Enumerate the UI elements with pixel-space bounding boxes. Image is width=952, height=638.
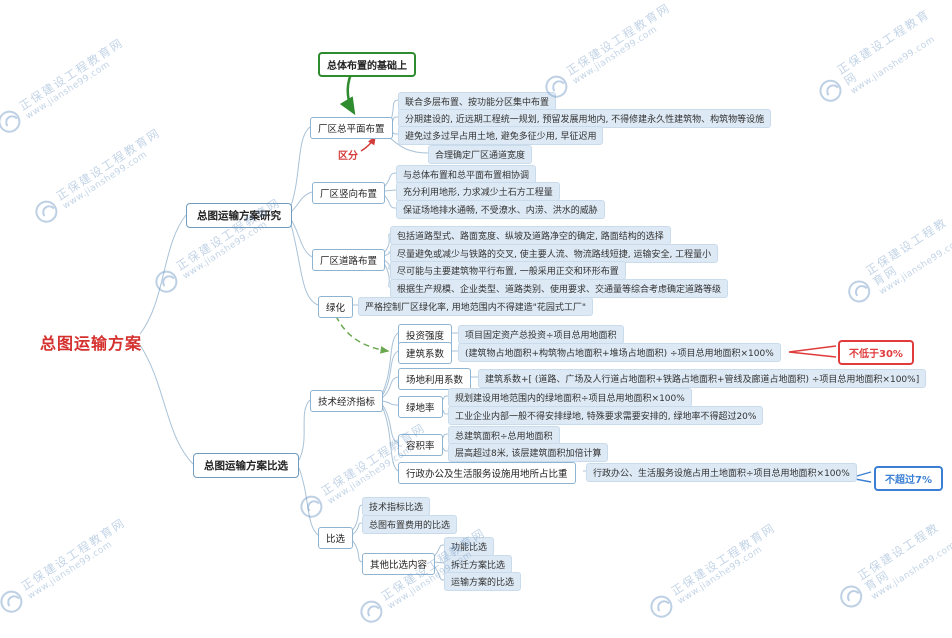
node-road-layout[interactable]: 厂区道路布置 [312,249,386,271]
branch-research[interactable]: 总图运输方案研究 [186,203,292,228]
leaf-item[interactable]: 总图布置费用的比选 [362,515,458,534]
node-site-utilization[interactable]: 场地利用系数 [398,368,472,390]
leaf-item[interactable]: 合理确定厂区通道宽度 [428,145,533,164]
leaf-item[interactable]: 层高超过8米, 该层建筑面积加倍计算 [448,443,609,462]
annotation-distinguish: 区分 [338,151,358,162]
leaf-item[interactable]: 尽可能与主要建筑物平行布置, 一般采用正交和环形布置 [390,261,626,280]
leaf-item[interactable]: 严格控制厂区绿化率, 用地范围内不得建造"花园式工厂" [358,297,594,316]
formula-leaf[interactable]: 建筑系数+[ (道路、广场及人行道占地面积+铁路占地面积+管线及廊道占地面积) … [478,369,927,388]
node-building-coefficient[interactable]: 建筑系数 [398,342,453,364]
leaf-item[interactable]: 避免过多过早占用土地, 避免多征少用, 早征迟用 [398,126,604,145]
node-greening[interactable]: 绿化 [318,296,354,318]
callout-min-30[interactable]: 不低于30% [838,340,914,365]
formula-leaf[interactable]: (建筑物占地面积+构筑物占地面积+堆场占地面积) ÷项目总用地面积×100% [458,343,781,362]
leaf-item[interactable]: 根据生产规模、企业类型、道路类别、使用要求、交通量等综合考虑确定道路等级 [390,279,729,298]
leaf-item[interactable]: 保证场地排水通畅, 不受潦水、内涝、洪水的威胁 [396,200,605,219]
node-admin-land-share[interactable]: 行政办公及生活服务设施用地所占比重 [398,462,576,484]
node-other-selection[interactable]: 其他比选内容 [362,553,436,575]
node-green-rate[interactable]: 绿地率 [398,396,443,418]
leaf-item[interactable]: 功能比选 [444,537,495,556]
min30-callout-pointer [788,345,837,358]
root-topic[interactable]: 总图运输方案 [40,334,143,353]
leaf-item[interactable]: 充分利用地形, 力求减少土石方工程量 [396,182,560,201]
leaf-item[interactable]: 运输方案的比选 [444,572,522,591]
callout-max-7[interactable]: 不超过7% [874,466,943,491]
node-plant-general-layout[interactable]: 厂区总平面布置 [310,117,393,139]
leaf-item[interactable]: 工业企业内部一般不得安排绿地, 特殊要求需要安排的, 绿地率不得超过20% [448,406,764,425]
node-selection[interactable]: 比选 [318,527,354,549]
node-tech-econ-indicators[interactable]: 技术经济指标 [310,390,384,412]
leaf-item[interactable]: 技术指标比选 [362,497,431,516]
node-vertical-layout[interactable]: 厂区竖向布置 [312,182,386,204]
formula-leaf[interactable]: 项目固定资产总投资÷项目总用地面积 [458,325,624,344]
branch-comparison[interactable]: 总图运输方案比选 [193,453,299,478]
node-plot-ratio[interactable]: 容积率 [398,434,443,456]
callout-basis[interactable]: 总体布置的基础上 [318,52,416,77]
formula-leaf[interactable]: 行政办公、生活服务设施占用土地面积÷项目总用地面积×100% [586,463,857,482]
formula-leaf[interactable]: 规划建设用地范围内的绿地面积÷项目总用地面积×100% [448,388,692,407]
leaf-item[interactable]: 包括道路型式、路面宽度、纵坡及道路净空的确定, 路面结构的选择 [390,226,671,245]
green-dashed-arrow [335,315,390,354]
basis-callout-arrow [339,73,356,116]
distinguish-arrow [360,135,376,152]
